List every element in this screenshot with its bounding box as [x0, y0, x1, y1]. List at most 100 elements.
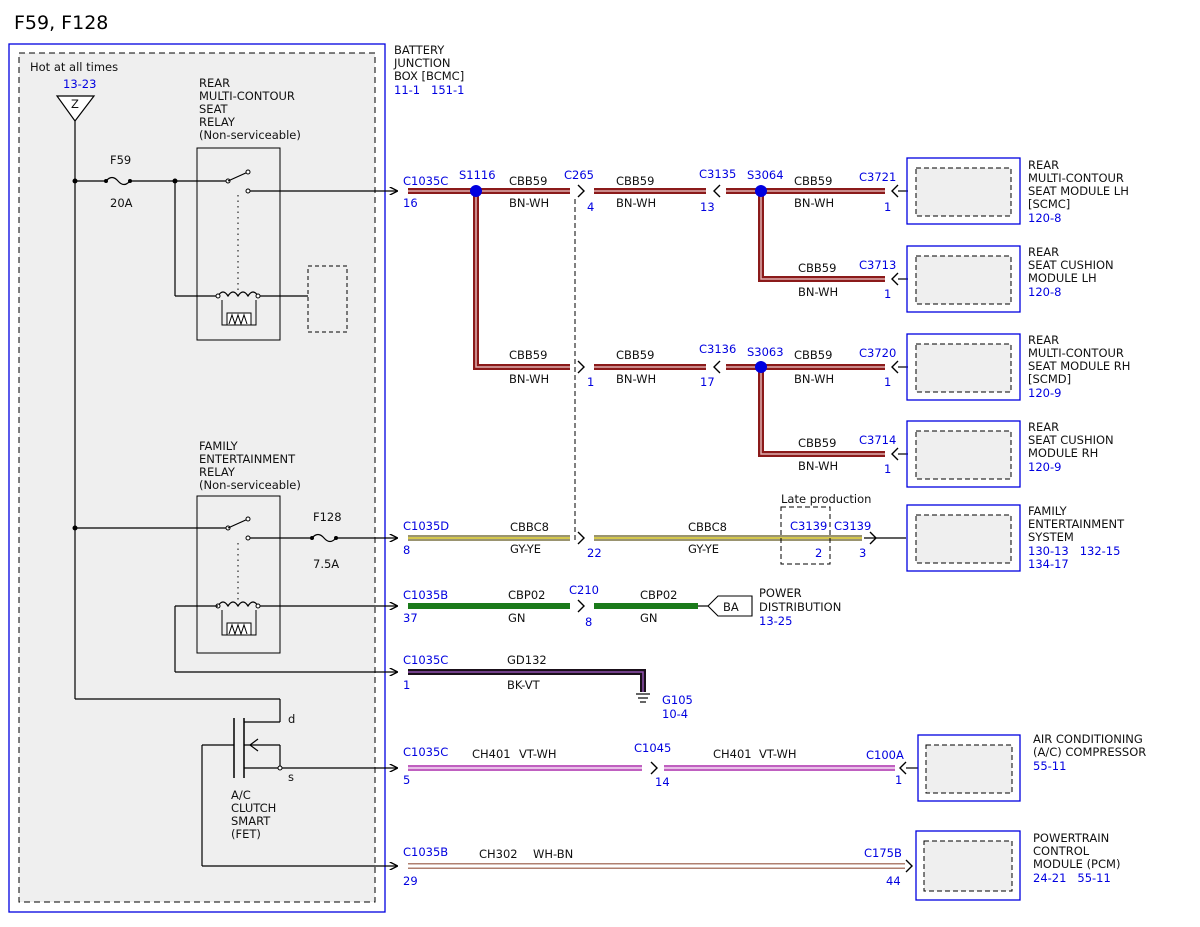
bjb-ref-a[interactable]: 11-1	[394, 83, 420, 97]
module-2-line-3: [SCMD]	[1028, 372, 1071, 386]
module-1-line-1: SEAT CUSHION	[1028, 258, 1114, 272]
module-cushion-rh[interactable]	[906, 420, 1021, 488]
fuse-f59-name: F59	[110, 153, 131, 167]
w1-splice[interactable]: S1116	[459, 168, 496, 182]
module-cushion-lh[interactable]	[906, 245, 1021, 313]
w2b-conn[interactable]: C3714	[859, 433, 896, 447]
w2b-color: BN-WH	[798, 459, 838, 473]
c265-arrow2-icon	[577, 360, 585, 374]
module-0-refs[interactable]: 120-8	[1028, 211, 1061, 225]
w1-color3: BN-WH	[794, 196, 834, 210]
w3-late: Late production	[781, 492, 871, 506]
w1-color2: BN-WH	[616, 196, 656, 210]
w3-conn[interactable]: C1035D	[403, 519, 449, 533]
relay2-label-1: FAMILY	[199, 439, 239, 453]
bjb-ref-b[interactable]: 151-1	[431, 83, 464, 97]
hot-ref[interactable]: 13-23	[63, 77, 96, 91]
w2-circuit2: CBB59	[616, 348, 654, 362]
w5-ground-ref[interactable]: 10-4	[662, 707, 688, 721]
module-4-line-0: FAMILY	[1028, 504, 1068, 518]
w2b-circuit: CBB59	[798, 436, 836, 450]
wire-gd132[interactable]	[408, 669, 646, 692]
w1-pin3: 13	[700, 200, 715, 214]
module-3-line-1: SEAT CUSHION	[1028, 433, 1114, 447]
page-title: F59, F128	[14, 12, 108, 34]
w4-pin2: 8	[585, 615, 592, 629]
module-ac-compressor[interactable]	[917, 734, 1021, 802]
fet-s-label: s	[288, 770, 294, 784]
module-family-entertainment[interactable]	[906, 504, 1021, 572]
w6-conn[interactable]: C1035C	[403, 745, 448, 759]
w5-conn[interactable]: C1035C	[403, 653, 448, 667]
w1-conn2[interactable]: C265	[564, 168, 594, 182]
module-3-line-0: REAR	[1028, 420, 1059, 434]
w1-color: BN-WH	[509, 196, 549, 210]
w6-color2: VT-WH	[759, 747, 797, 761]
c210-arrow-icon	[577, 599, 585, 613]
w5-ground[interactable]: G105	[662, 693, 693, 707]
w3-circuit: CBBC8	[510, 520, 549, 534]
w4-pin: 37	[403, 611, 418, 625]
relay2-label-3: RELAY	[199, 465, 236, 479]
w2-conn4[interactable]: C3720	[859, 346, 896, 360]
module-1-line-2: MODULE LH	[1028, 271, 1097, 285]
w2-conn3[interactable]: C3136	[699, 342, 736, 356]
w1-conn3[interactable]: C3135	[699, 167, 736, 181]
relay1-label-5: (Non-serviceable)	[199, 128, 301, 142]
w1b-circuit: CBB59	[798, 261, 836, 275]
relay1-coil-icon	[217, 291, 259, 298]
w4-dest-1: POWER	[759, 586, 802, 600]
c1045-arrow-icon	[650, 761, 658, 775]
w2-circuit: CBB59	[509, 348, 547, 362]
power-distribution-flag-icon[interactable]	[707, 595, 753, 617]
bjb-outer-box	[8, 43, 386, 913]
w2-splice[interactable]: S3063	[747, 345, 784, 359]
w2-color2: BN-WH	[616, 372, 656, 386]
fet-label-4: (FET)	[231, 827, 261, 841]
relay1-label-4: RELAY	[199, 115, 236, 129]
w7-pin: 29	[403, 874, 418, 888]
wire-cbb59-main[interactable]	[408, 188, 885, 457]
w7-color: WH-BN	[533, 847, 573, 861]
module-2-refs[interactable]: 120-9	[1028, 386, 1061, 400]
module-6-refs[interactable]: 24-21 55-11	[1033, 871, 1111, 885]
w7-conn[interactable]: C1035B	[403, 845, 448, 859]
w4-dest-ref[interactable]: 13-25	[759, 614, 792, 628]
w7-conn2[interactable]: C175B	[864, 846, 902, 860]
c3135-arrow-icon	[713, 184, 721, 198]
w1-conn[interactable]: C1035C	[403, 174, 448, 188]
relay2-label-2: ENTERTAINMENT	[199, 452, 296, 466]
w6-conn2[interactable]: C1045	[634, 741, 671, 755]
w3-conn4[interactable]: C3139	[834, 519, 871, 533]
bjb-label-1: BATTERY	[394, 43, 445, 57]
w3-color2: GY-YE	[688, 542, 719, 556]
module-1-refs[interactable]: 120-8	[1028, 285, 1061, 299]
relay1-contact-out	[245, 188, 251, 194]
module-3-refs[interactable]: 120-9	[1028, 460, 1061, 474]
module-seat-rh[interactable]	[906, 333, 1021, 401]
w4-conn2[interactable]: C210	[569, 583, 599, 597]
w6-conn3[interactable]: C100A	[866, 748, 904, 762]
module-4-refs[interactable]: 130-13 132-15	[1028, 544, 1120, 558]
w1-pin: 16	[403, 196, 418, 210]
bjb-label-3: BOX [BCMC]	[394, 69, 464, 83]
splice-s1116[interactable]	[470, 185, 482, 197]
splice-s3064[interactable]	[755, 185, 767, 197]
w2-pin4: 1	[884, 375, 891, 389]
module-seat-lh[interactable]	[906, 157, 1021, 225]
module-pcm[interactable]	[915, 830, 1021, 901]
module-4-refs2[interactable]: 134-17	[1028, 557, 1069, 571]
relay1-label-2: MULTI-CONTOUR	[199, 89, 295, 103]
module-2-line-0: REAR	[1028, 333, 1059, 347]
w3-conn3[interactable]: C3139	[790, 519, 827, 533]
w4-conn[interactable]: C1035B	[403, 588, 448, 602]
relay1-box	[196, 147, 281, 341]
w1-conn4[interactable]: C3721	[859, 170, 896, 184]
splice-s3063[interactable]	[755, 361, 767, 373]
fuse-f59-icon	[105, 176, 131, 186]
module-5-refs[interactable]: 55-11	[1033, 759, 1066, 773]
w1-splice2[interactable]: S3064	[747, 168, 784, 182]
relay1-control-placeholder	[307, 265, 348, 333]
w1b-conn[interactable]: C3713	[859, 258, 896, 272]
w2-color: BN-WH	[509, 372, 549, 386]
